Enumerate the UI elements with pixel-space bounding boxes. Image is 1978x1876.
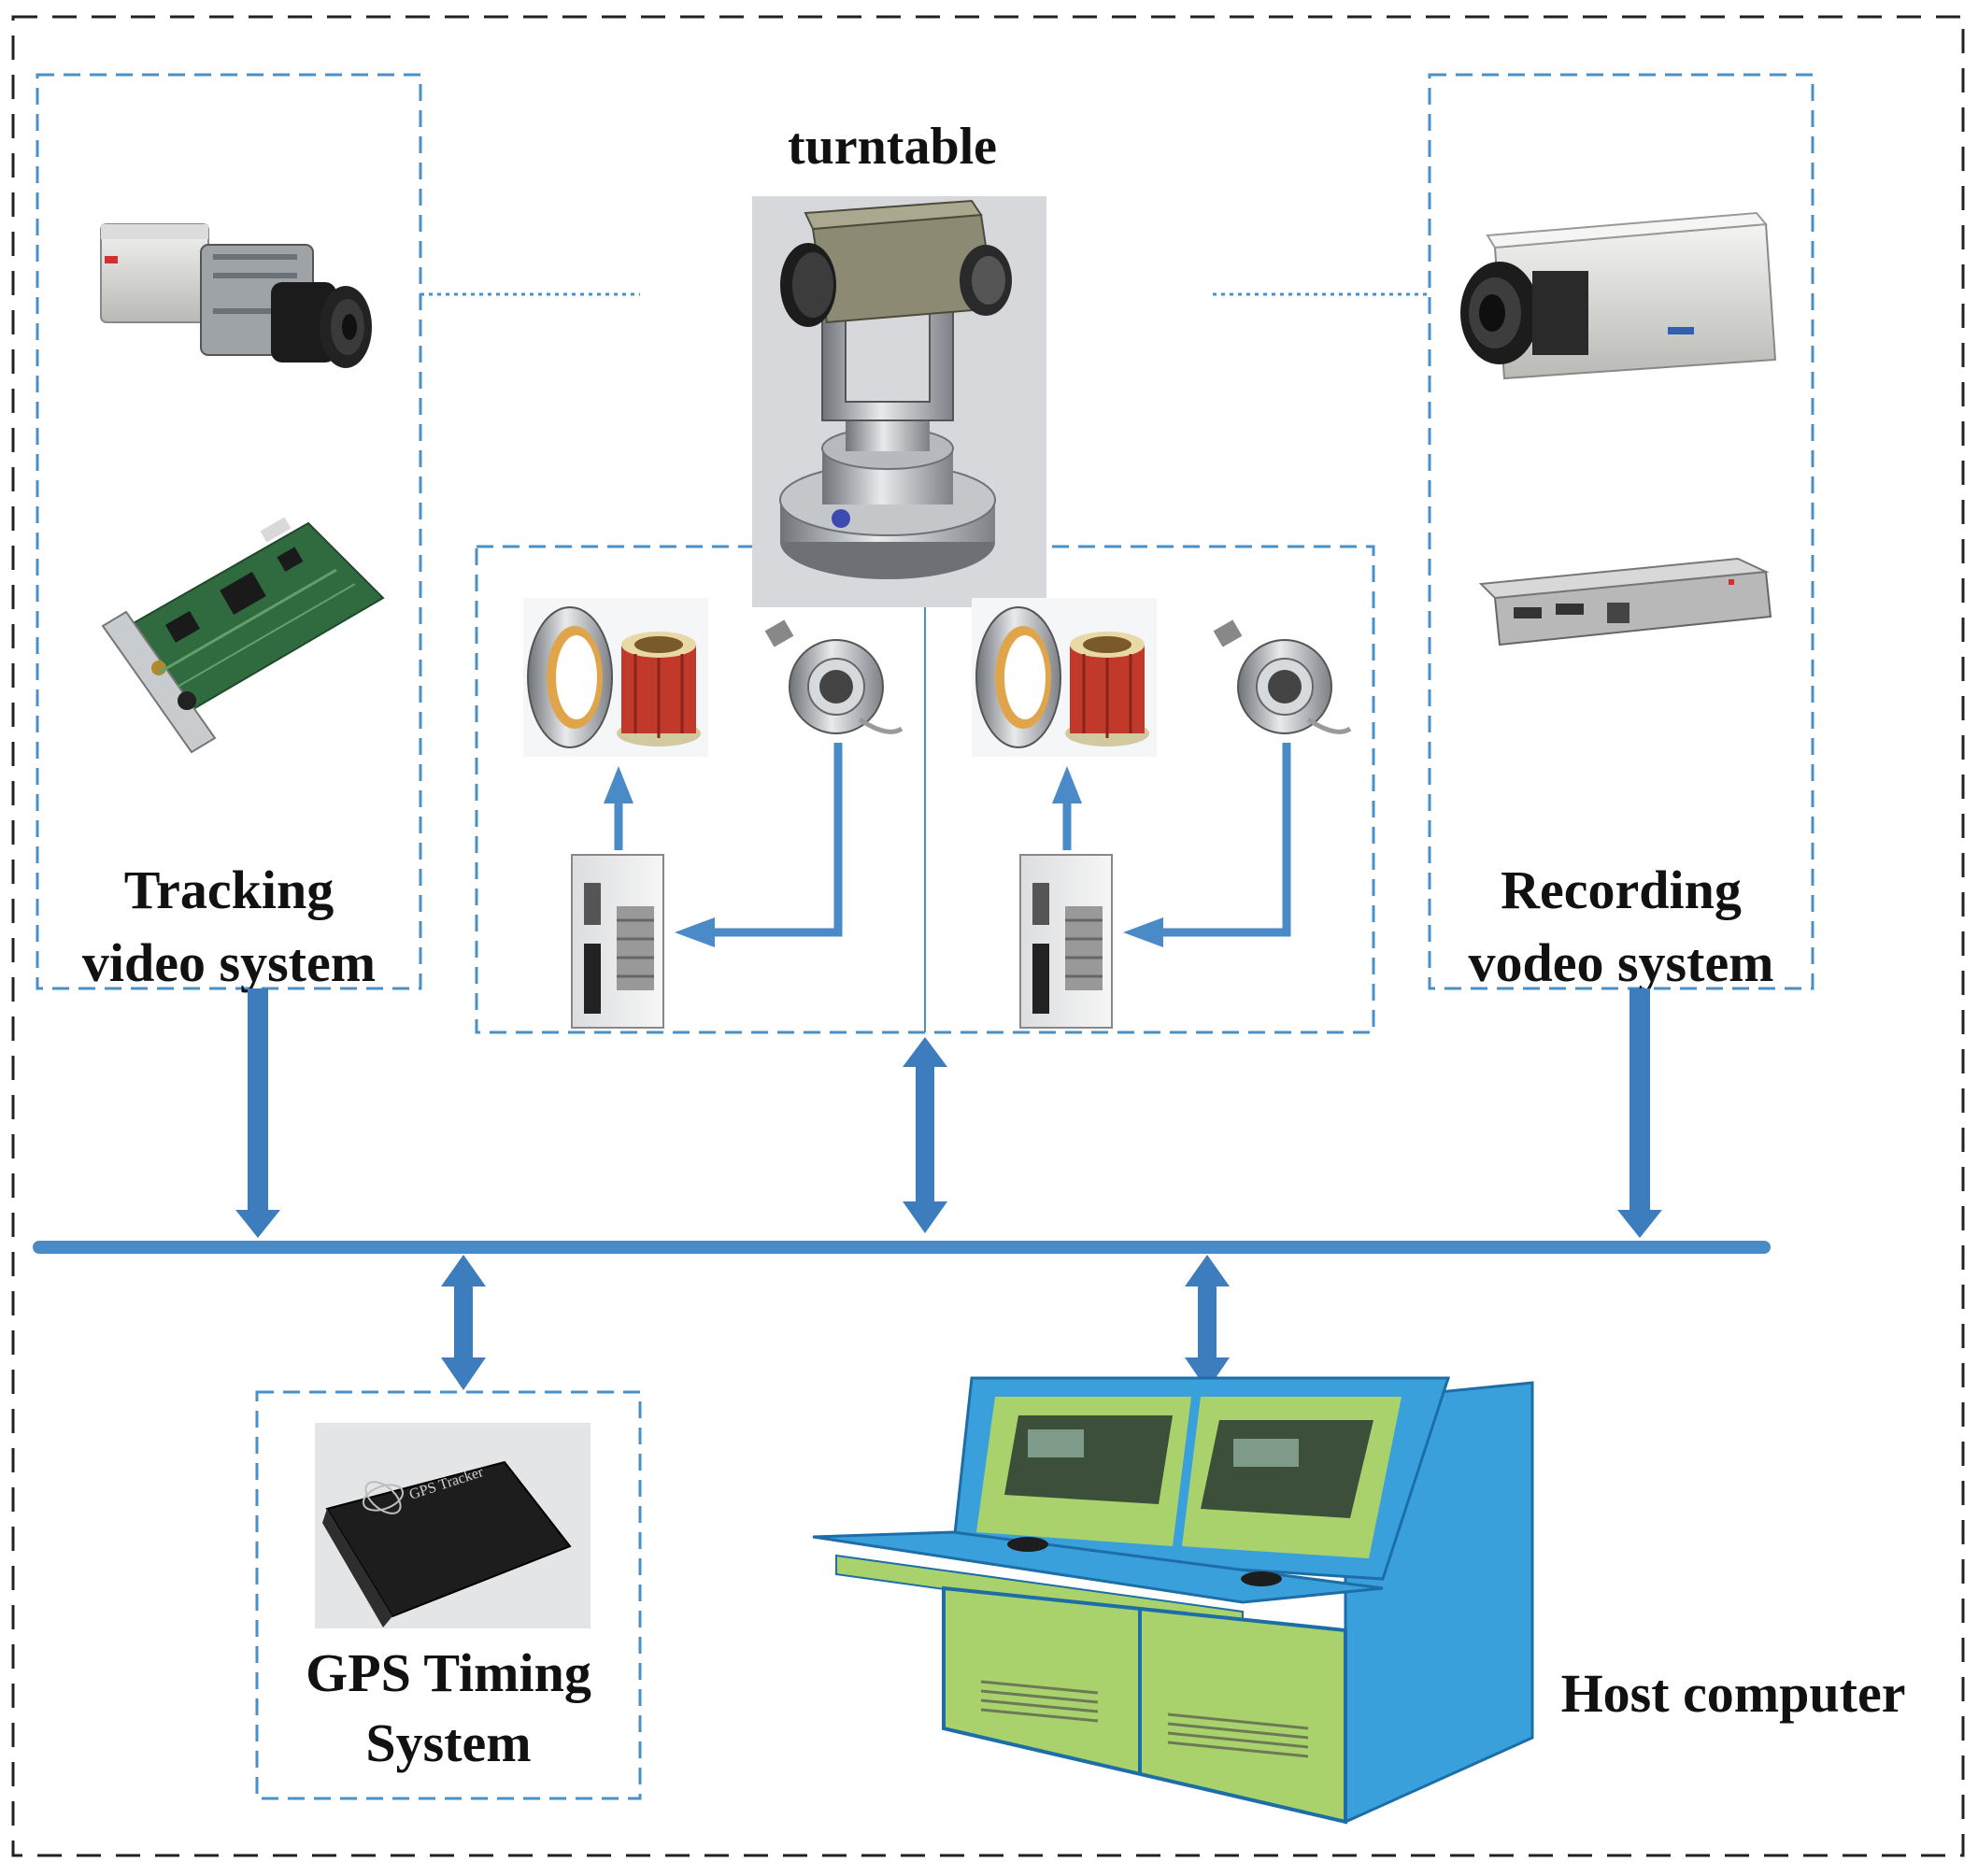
capture-card-icon [101, 517, 385, 754]
gps-label-line2: System [365, 1713, 531, 1773]
driver-to-motor-arrow-right [1052, 766, 1082, 850]
outer-frame [11, 15, 1965, 1857]
gps-system-box [255, 1390, 642, 1800]
recording-camera-icon [1460, 211, 1777, 380]
host-bus-double-arrow [1185, 1255, 1230, 1390]
recording-system-box [1428, 73, 1814, 990]
tracking-label-line2: video system [82, 932, 376, 993]
control-console-icon [812, 1376, 1534, 1825]
gps-label-line1: GPS Timing [306, 1642, 591, 1703]
rotary-encoder-icon-left [764, 619, 904, 734]
servo-driver-icon-right [1019, 854, 1113, 1029]
host-computer-label: Host computer [1561, 1663, 1906, 1724]
servo-driver-icon-left [571, 854, 664, 1029]
recording-to-bus-arrow [1617, 988, 1662, 1238]
encoder-feedback-arrow-left [675, 743, 843, 947]
driver-to-motor-arrow-left [604, 766, 633, 850]
turntable-label: turntable [788, 118, 997, 176]
recording-label-line1: Recording [1501, 860, 1742, 920]
tracking-label-line1: Tracking [124, 860, 334, 920]
rotary-encoder-icon-right [1213, 619, 1352, 734]
turntable-image [752, 196, 1046, 607]
gps-bus-double-arrow [441, 1255, 486, 1390]
recording-label-line2: vodeo system [1468, 932, 1773, 993]
torque-motor-icon-left [523, 598, 708, 757]
tracking-system-box [36, 73, 422, 990]
gps-tracker-icon: GPS Tracker [315, 1423, 591, 1628]
encoder-feedback-arrow-right [1123, 743, 1291, 947]
tracking-to-bus-arrow [235, 988, 280, 1238]
video-recorder-icon [1478, 557, 1772, 647]
tracking-camera-icon [100, 223, 372, 368]
torque-motor-icon-right [972, 598, 1157, 757]
turntable-bus-double-arrow [903, 1037, 947, 1233]
